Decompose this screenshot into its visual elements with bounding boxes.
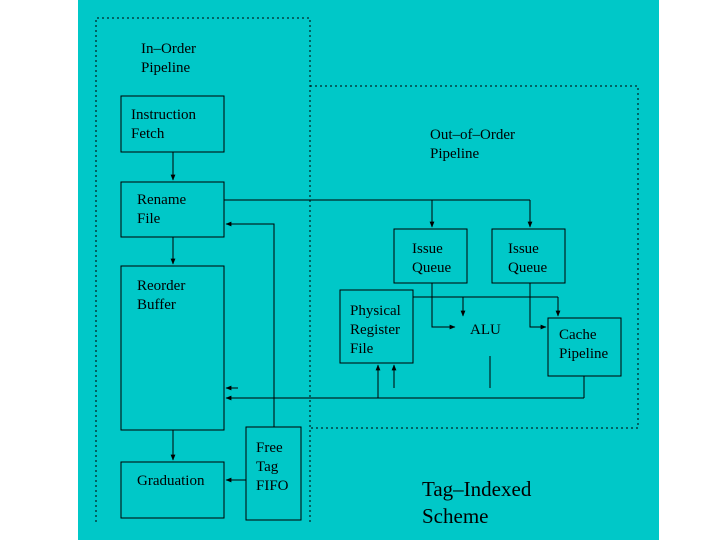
physical-register-file-block xyxy=(339,289,414,364)
rename-file-label: Rename File xyxy=(137,192,187,227)
reorder-buffer-label: Reorder Buffer xyxy=(137,278,186,313)
arrow-fifo-to-rename xyxy=(225,221,275,427)
out-of-order-pipeline-label: Out–of–Order Pipeline xyxy=(430,127,515,162)
physical-register-file-label: Physical Register File xyxy=(350,303,401,357)
in-order-pipeline-label: In–Order Pipeline xyxy=(141,41,196,76)
free-tag-fifo-label: Free Tag FIFO xyxy=(256,440,289,494)
arrow-regfile-to-alu xyxy=(431,297,456,330)
diagram-panel xyxy=(78,0,659,540)
issue-queue-1-label: Issue Queue xyxy=(412,241,452,276)
issue-queue-1-block xyxy=(393,228,468,284)
arrow-regfile-to-cache xyxy=(529,297,547,330)
instruction-fetch-label: Instruction Fetch xyxy=(131,107,196,142)
in-order-region-border xyxy=(95,17,311,522)
alu-label: ALU xyxy=(470,322,501,338)
cache-pipeline-label: Cache Pipeline xyxy=(559,327,609,362)
graduation-block xyxy=(120,461,225,519)
issue-queue-2-block xyxy=(491,228,566,284)
scheme-caption: Tag–Indexed Scheme xyxy=(422,477,532,528)
graduation-label: Graduation xyxy=(137,473,205,489)
issue-queue-2-label: Issue Queue xyxy=(508,241,548,276)
